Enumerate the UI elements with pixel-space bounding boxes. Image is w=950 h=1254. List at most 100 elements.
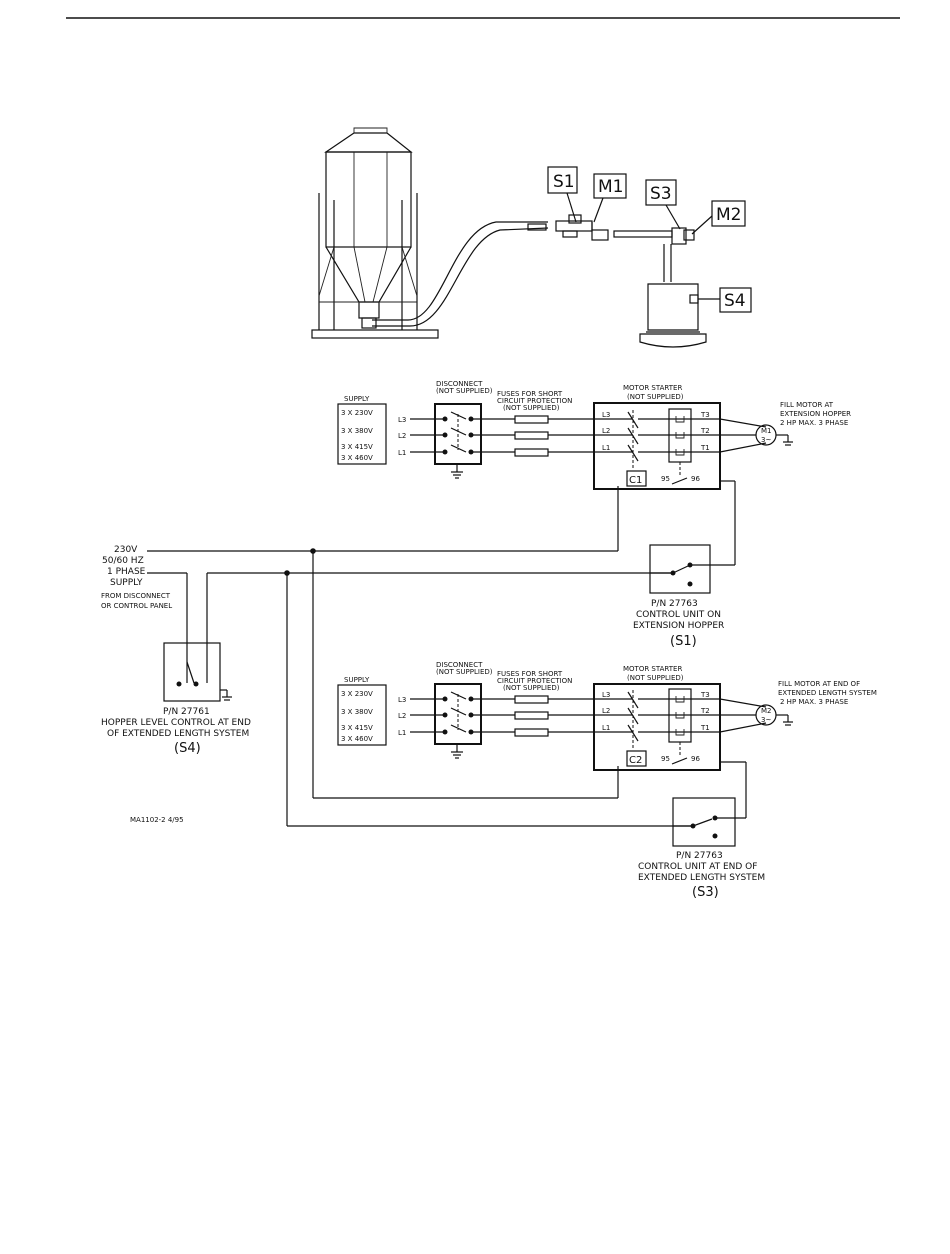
svg-text:95: 95 [661, 755, 670, 763]
svg-text:T2: T2 [700, 707, 710, 715]
svg-text:3~: 3~ [761, 716, 771, 724]
svg-text:MOTOR STARTER: MOTOR STARTER [623, 665, 682, 673]
svg-text:95: 95 [661, 475, 670, 483]
supply-title: SUPPLY [344, 676, 370, 684]
svg-text:(NOT SUPPLIED): (NOT SUPPLIED) [503, 684, 560, 692]
svg-text:L3: L3 [398, 416, 406, 424]
callout-s4: S4 [698, 287, 752, 313]
drawing-reference: MA1102-2 4/95 [130, 816, 184, 824]
motor-starter-box [593, 683, 721, 771]
callout-m2: M2 [691, 200, 746, 235]
svg-text:3 X 460V: 3 X 460V [341, 735, 373, 743]
svg-text:FUSES FOR SHORT: FUSES FOR SHORT [497, 670, 563, 678]
svg-text:3 X 230V: 3 X 230V [341, 690, 373, 698]
coil-c1 [626, 470, 647, 487]
svg-text:HOPPER LEVEL CONTROL AT END: HOPPER LEVEL CONTROL AT END [101, 718, 251, 728]
svg-text:3~: 3~ [761, 436, 771, 444]
svg-text:T1: T1 [700, 444, 710, 452]
svg-text:L3: L3 [602, 691, 610, 699]
bin-illustration [311, 127, 549, 339]
callout-m1: M1 [593, 173, 627, 223]
control-wiring: 230V 50/60 HZ 1 PHASE SUPPLY FROM DISCON… [101, 480, 747, 827]
hopper-level-control-s4: P/N 27761 HOPPER LEVEL CONTROL AT END OF… [101, 642, 251, 756]
svg-text:L1: L1 [602, 724, 610, 732]
auger-unit-illustration [527, 214, 707, 348]
svg-text:M2: M2 [716, 205, 741, 225]
svg-text:L3: L3 [398, 696, 406, 704]
svg-text:L1: L1 [398, 449, 406, 457]
svg-text:(S4): (S4) [174, 741, 201, 756]
motor-starter-box [593, 402, 721, 490]
svg-text:L2: L2 [398, 432, 406, 440]
control-unit-s3: P/N 27763 CONTROL UNIT AT END OF EXTENDE… [638, 797, 765, 900]
svg-text:EXTENDED LENGTH SYSTEM: EXTENDED LENGTH SYSTEM [638, 873, 765, 883]
svg-text:3 X 380V: 3 X 380V [341, 708, 373, 716]
svg-text:3 X 415V: 3 X 415V [341, 724, 373, 732]
svg-text:EXTENDED LENGTH SYSTEM: EXTENDED LENGTH SYSTEM [778, 689, 877, 697]
svg-text:(S3): (S3) [692, 885, 719, 900]
svg-text:C2: C2 [629, 755, 642, 766]
svg-text:(NOT SUPPLIED): (NOT SUPPLIED) [627, 674, 684, 682]
callout-s1: S1 [547, 166, 578, 223]
svg-text:M2: M2 [761, 707, 772, 715]
svg-text:FILL MOTOR AT END OF: FILL MOTOR AT END OF [778, 680, 860, 688]
coil-c2 [626, 750, 647, 767]
svg-text:(NOT SUPPLIED): (NOT SUPPLIED) [436, 387, 493, 395]
svg-text:CIRCUIT PROTECTION: CIRCUIT PROTECTION [497, 397, 572, 405]
svg-text:SUPPLY: SUPPLY [110, 578, 143, 588]
svg-text:FROM DISCONNECT: FROM DISCONNECT [101, 592, 171, 600]
supply-title: SUPPLY [344, 395, 370, 403]
svg-text:(NOT SUPPLIED): (NOT SUPPLIED) [627, 393, 684, 401]
supply-box [337, 684, 387, 746]
svg-text:DISCONNECT: DISCONNECT [436, 661, 483, 669]
svg-text:EXTENSION HOPPER: EXTENSION HOPPER [633, 621, 724, 631]
svg-text:230V: 230V [114, 545, 138, 555]
svg-text:96: 96 [691, 755, 700, 763]
svg-text:T3: T3 [700, 691, 710, 699]
svg-text:L2: L2 [602, 707, 610, 715]
svg-text:T2: T2 [700, 427, 710, 435]
disconnect-box [434, 683, 482, 745]
svg-text:3 X 460V: 3 X 460V [341, 454, 373, 462]
svg-text:L1: L1 [602, 444, 610, 452]
svg-text:2 HP MAX. 3 PHASE: 2 HP MAX. 3 PHASE [780, 419, 848, 427]
svg-text:T1: T1 [700, 724, 710, 732]
svg-text:M1: M1 [761, 427, 772, 435]
svg-text:MOTOR STARTER: MOTOR STARTER [623, 384, 682, 392]
svg-text:L1: L1 [398, 729, 406, 737]
svg-text:C1: C1 [629, 475, 642, 486]
svg-text:T3: T3 [700, 411, 710, 419]
supply-box [337, 403, 387, 465]
svg-text:CIRCUIT PROTECTION: CIRCUIT PROTECTION [497, 677, 572, 685]
svg-text:3 X 415V: 3 X 415V [341, 443, 373, 451]
svg-text:3 X 380V: 3 X 380V [341, 427, 373, 435]
svg-text:OF EXTENDED LENGTH SYSTEM: OF EXTENDED LENGTH SYSTEM [107, 729, 249, 739]
circuit-2: SUPPLY 3 X 230V 3 X 380V 3 X 415V 3 X 46… [337, 661, 877, 771]
svg-text:M1: M1 [598, 177, 623, 197]
svg-text:P/N 27761: P/N 27761 [163, 707, 210, 717]
svg-text:1 PHASE: 1 PHASE [107, 567, 146, 577]
svg-text:DISCONNECT: DISCONNECT [436, 380, 483, 388]
disconnect-box [434, 403, 482, 465]
control-unit-s1: P/N 27763 CONTROL UNIT ON EXTENSION HOPP… [633, 544, 724, 649]
svg-text:S4: S4 [724, 291, 746, 311]
svg-text:(S1): (S1) [670, 634, 697, 649]
svg-text:CONTROL UNIT ON: CONTROL UNIT ON [636, 610, 721, 620]
svg-text:50/60 HZ: 50/60 HZ [102, 556, 144, 566]
svg-text:(NOT SUPPLIED): (NOT SUPPLIED) [436, 668, 493, 676]
circuit-1: SUPPLY 3 X 230V 3 X 380V 3 X 415V 3 X 46… [337, 380, 851, 490]
svg-text:P/N 27763: P/N 27763 [651, 599, 698, 609]
svg-text:(NOT SUPPLIED): (NOT SUPPLIED) [503, 404, 560, 412]
svg-text:L2: L2 [602, 427, 610, 435]
svg-text:S3: S3 [650, 184, 672, 204]
svg-text:OR CONTROL PANEL: OR CONTROL PANEL [101, 602, 172, 610]
svg-text:S1: S1 [553, 172, 575, 192]
svg-text:FUSES FOR SHORT: FUSES FOR SHORT [497, 390, 563, 398]
svg-text:EXTENSION HOPPER: EXTENSION HOPPER [780, 410, 851, 418]
svg-text:96: 96 [691, 475, 700, 483]
svg-text:3 X 230V: 3 X 230V [341, 409, 373, 417]
svg-text:FILL MOTOR AT: FILL MOTOR AT [780, 401, 834, 409]
svg-text:P/N 27763: P/N 27763 [676, 851, 723, 861]
